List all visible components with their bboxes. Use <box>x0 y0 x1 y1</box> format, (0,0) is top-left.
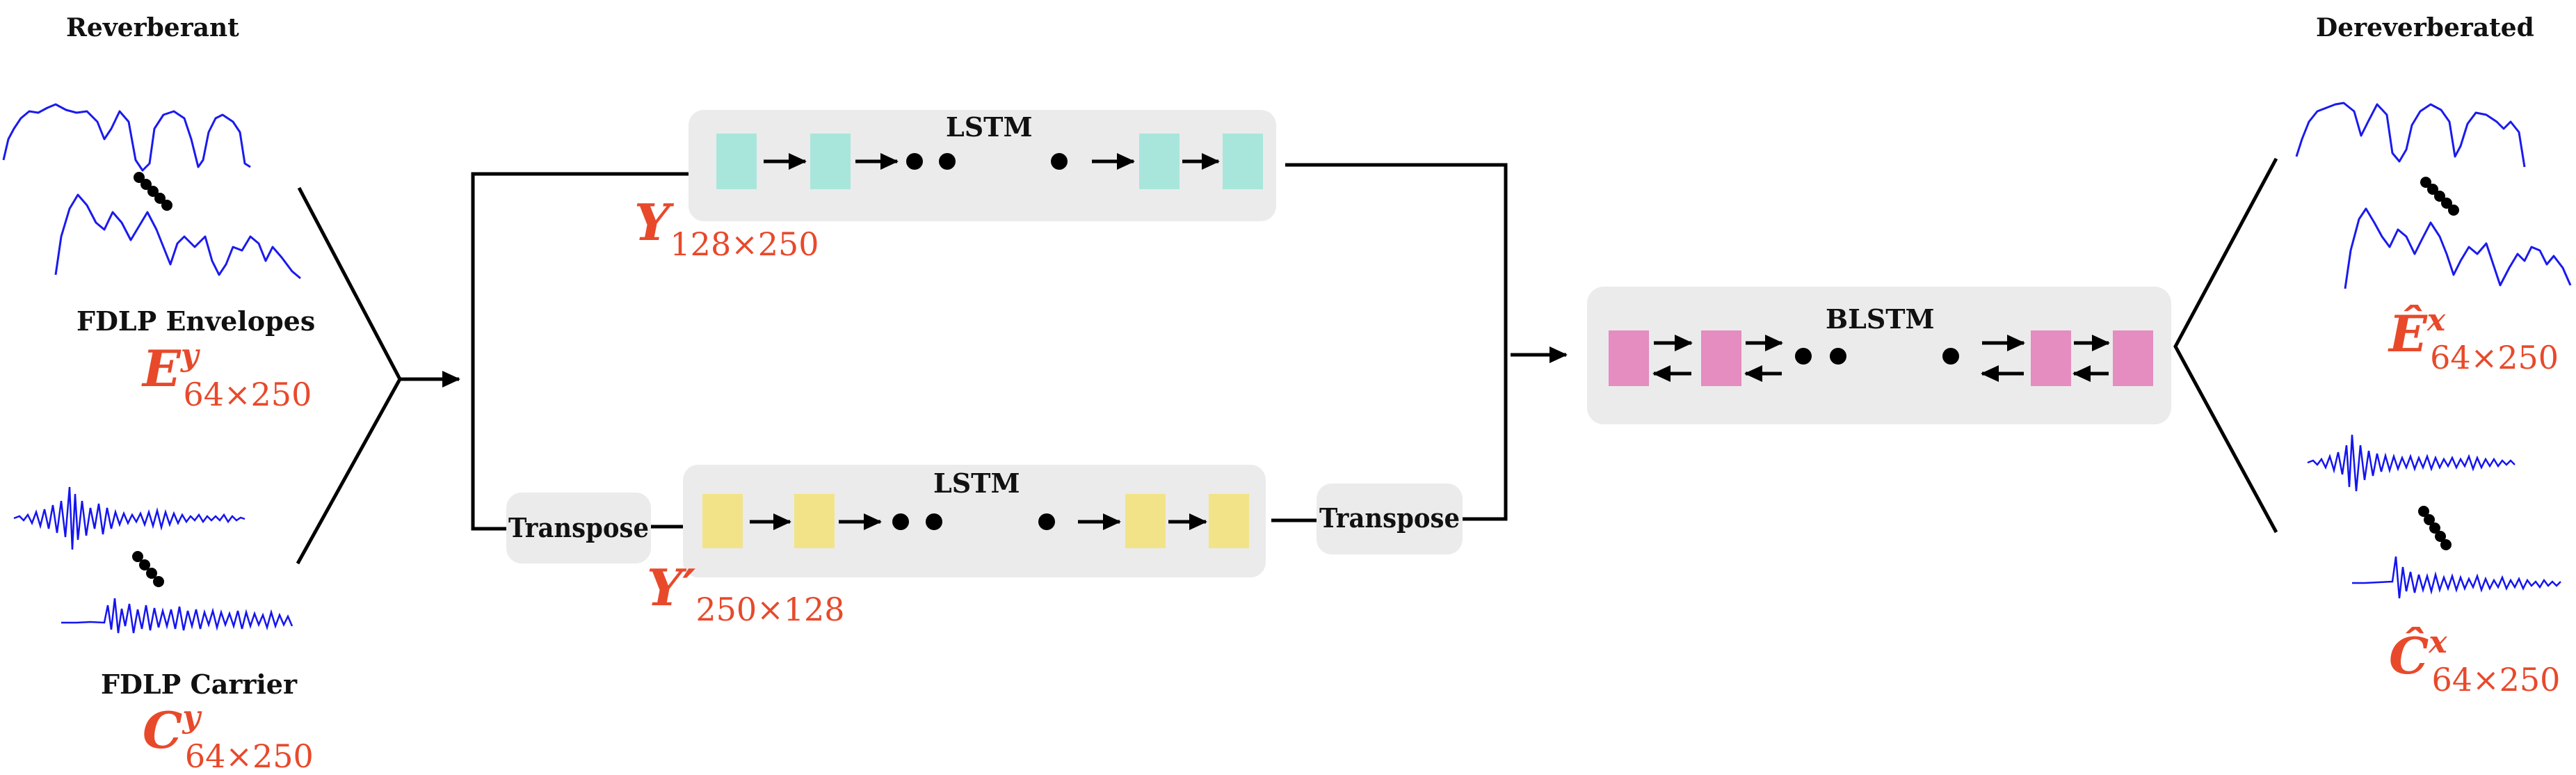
top-sub: 128×250 <box>670 225 819 263</box>
top-lstm-cell <box>1223 134 1263 189</box>
bottom-branch-output-wire <box>1463 355 1508 521</box>
blstm-label: BLSTM <box>1826 303 1935 335</box>
dots-icon <box>906 153 1068 170</box>
transpose-in-box <box>506 493 651 564</box>
blstm-cell <box>1701 330 1741 386</box>
output-carrier-sub: 64×250 <box>2432 661 2561 698</box>
bottom-lstm-block <box>683 465 1266 577</box>
output-carrier-sup: x <box>2428 625 2447 660</box>
bottom-sub: 250×128 <box>695 591 844 628</box>
blstm-cell <box>1609 330 1649 386</box>
top-branch-math-label: Y128×250 <box>634 193 819 263</box>
output-split-connector <box>2173 157 2278 534</box>
transpose-out-label: Transpose <box>1319 502 1460 534</box>
top-branch-output-wire <box>1285 163 1508 355</box>
bottom-lstm-cell <box>794 494 835 548</box>
top-lstm-cell <box>810 134 851 189</box>
top-lstm-cells <box>716 134 1263 189</box>
envelope-label: FDLP Envelopes <box>77 305 315 337</box>
input-envelope-waveforms <box>2 103 301 280</box>
output-envelope-symbol: Ê <box>2388 304 2428 363</box>
bottom-lstm-cell <box>702 494 743 548</box>
output-carrier-symbol: Ĉ <box>2389 626 2429 685</box>
envelope-symbol: E <box>141 339 182 398</box>
transpose-out-box <box>1317 484 1463 554</box>
carrier-label: FDLP Carrier <box>101 669 298 700</box>
blstm-block <box>1587 287 2171 424</box>
bottom-branch-math-label: Y′250×128 <box>647 558 845 628</box>
output-header: Dereverberated <box>2316 13 2534 42</box>
blstm-cells <box>1609 330 2153 386</box>
bottom-lstm-cell <box>1125 494 1166 548</box>
bottom-lstm-cells <box>702 494 1249 548</box>
bottom-lstm-cell <box>1209 494 1249 548</box>
carrier-sub: 64×250 <box>185 737 314 775</box>
carrier-symbol: C <box>143 701 182 760</box>
output-envelope-waveforms <box>2295 102 2572 289</box>
envelope-sup: y <box>180 337 201 373</box>
top-lstm-cell <box>716 134 757 189</box>
input-header: Reverberant <box>66 13 239 42</box>
input-carrier-waveforms <box>13 486 293 634</box>
transpose-in-label: Transpose <box>508 512 649 543</box>
top-lstm-cell <box>1139 134 1180 189</box>
carrier-sup: y <box>182 699 202 735</box>
top-symbol: Y <box>634 193 675 252</box>
output-envelope-sub: 64×250 <box>2430 339 2559 376</box>
bottom-symbol: Y′ <box>647 558 695 617</box>
dots-icon <box>892 513 1055 530</box>
bottom-lstm-label: LSTM <box>933 468 1020 499</box>
dots-icon <box>1795 348 1959 365</box>
blstm-cell <box>2031 330 2071 386</box>
output-carrier-waveforms <box>2307 434 2561 599</box>
envelope-sub: 64×250 <box>183 376 312 413</box>
output-envelope-sup: x <box>2426 303 2446 338</box>
top-lstm-label: LSTM <box>946 111 1033 143</box>
input-merge-connector <box>296 172 689 565</box>
blstm-cell <box>2113 330 2153 386</box>
